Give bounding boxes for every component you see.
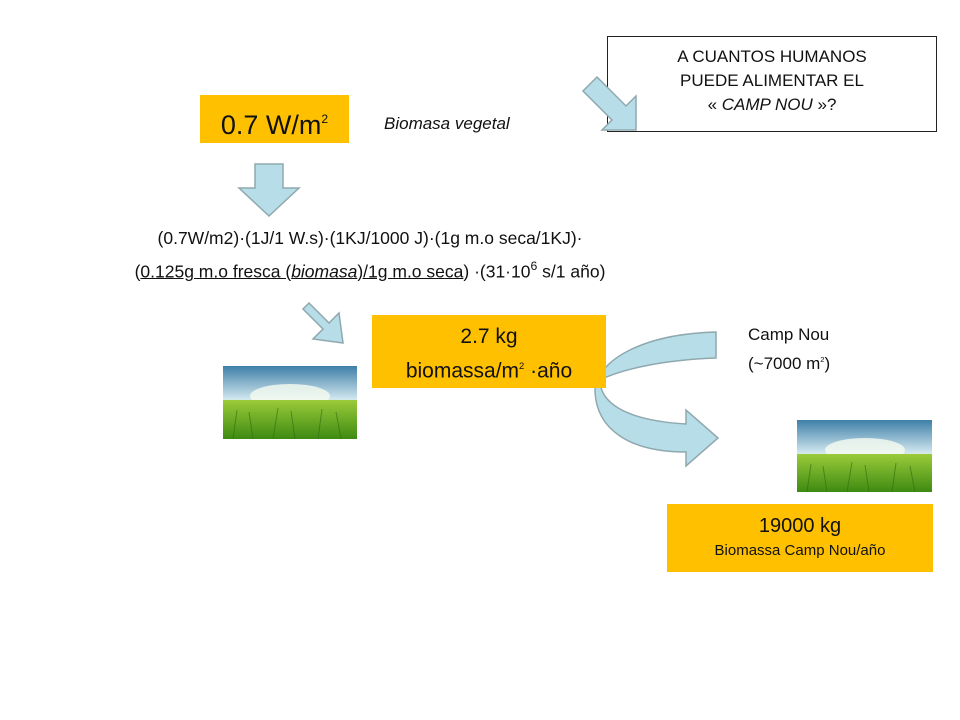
question-prefix: « [707, 95, 722, 114]
formula-u2: )/1g m.o seca [357, 261, 464, 282]
result-label: Biomassa Camp Nou/año [714, 542, 886, 559]
biomass-unit-a: biomassa/m [405, 359, 520, 383]
result-value: 19000 kg [758, 515, 842, 537]
vegetal-label: Biomasa vegetal [384, 114, 510, 133]
biomass-box: 2.7 kg biomassa/m2 ·año [372, 315, 606, 388]
camp-nou-line-1: Camp Nou [748, 325, 830, 344]
formula-mid: ) ·(31·10 [463, 261, 531, 282]
question-suffix: »? [812, 95, 837, 114]
result-box: 19000 kg Biomassa Camp Nou/año [667, 504, 933, 572]
biomass-unit-b: ·año [524, 359, 573, 383]
power-value: 0.7 W/m [220, 109, 322, 140]
biomass-exponent: 2 [519, 361, 525, 372]
formula-u-italic: biomasa [291, 261, 358, 282]
grass-image-1 [223, 366, 357, 439]
biomass-line-2: biomassa/m2 ·año [372, 352, 606, 387]
camp-nou-close: ) [824, 353, 831, 373]
grass-image-2 [797, 420, 932, 492]
curved-arrow-icon [594, 331, 720, 468]
diagonal-arrow-icon-question [581, 75, 637, 131]
camp-nou-line-2: (~7000 m2) [748, 347, 830, 376]
formula-line-1: (0.7W/m2)·(1J/1 W.s)·(1KJ/1000 J)·(1g m.… [157, 228, 583, 248]
formula-end: s/1 año) [537, 261, 606, 282]
camp-nou-label: Camp Nou (~7000 m2) [748, 322, 830, 376]
question-line-2: PUEDE ALIMENTAR EL [680, 71, 864, 90]
power-exponent: 2 [321, 112, 329, 126]
biomass-line-1: 2.7 kg [460, 325, 518, 348]
question-line-3: « CAMP NOU »? [608, 93, 936, 117]
formula: (0.7W/m2)·(1J/1 W.s)·(1KJ/1000 J)·(1g m.… [30, 224, 710, 285]
power-box: 0.7 W/m2 [200, 95, 349, 143]
question-line-1: A CUANTOS HUMANOS [677, 47, 867, 66]
camp-nou-area: (~7000 m [748, 353, 821, 373]
question-box: A CUANTOS HUMANOS PUEDE ALIMENTAR EL « C… [607, 36, 937, 132]
formula-u1: 0.125g m.o fresca ( [140, 261, 292, 282]
diagonal-arrow-icon-formula [301, 301, 344, 344]
formula-underlined: 0.125g m.o fresca (biomasa)/1g m.o seca [140, 261, 463, 281]
formula-line-2: (0.125g m.o fresca (biomasa)/1g m.o seca… [30, 252, 710, 285]
formula-open: ( [134, 261, 141, 282]
camp-nou-exponent: 2 [820, 355, 825, 364]
down-arrow-icon [237, 163, 301, 218]
formula-exponent: 6 [530, 259, 538, 273]
question-italic: CAMP NOU [721, 95, 813, 114]
